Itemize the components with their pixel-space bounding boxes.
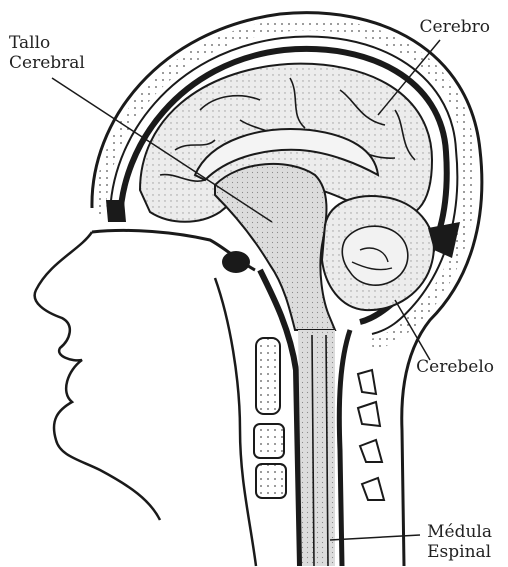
label-medula-line2: Espinal xyxy=(427,542,492,562)
label-medula-line1: Médula xyxy=(427,522,492,542)
cerebellum xyxy=(322,196,434,310)
label-medula-espinal: Médula Espinal xyxy=(427,522,492,562)
vertebrae-posterior xyxy=(358,370,384,500)
label-cerebelo: Cerebelo xyxy=(416,357,494,377)
vertebrae-anterior xyxy=(254,338,286,498)
label-tallo-cerebral: Tallo Cerebral xyxy=(9,33,85,73)
sphenoid-sinus xyxy=(222,251,250,273)
face-profile xyxy=(35,232,160,520)
sinus-frontal xyxy=(106,200,126,222)
label-tallo-line1: Tallo xyxy=(9,33,85,53)
label-cerebro: Cerebro xyxy=(420,17,491,37)
throat-outline xyxy=(215,278,256,566)
label-tallo-line2: Cerebral xyxy=(9,53,85,73)
